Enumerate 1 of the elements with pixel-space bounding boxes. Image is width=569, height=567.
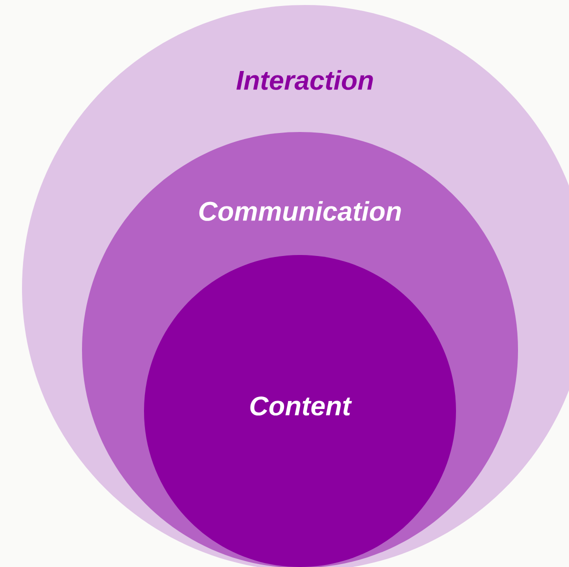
circle-zone: Content [144, 255, 456, 567]
